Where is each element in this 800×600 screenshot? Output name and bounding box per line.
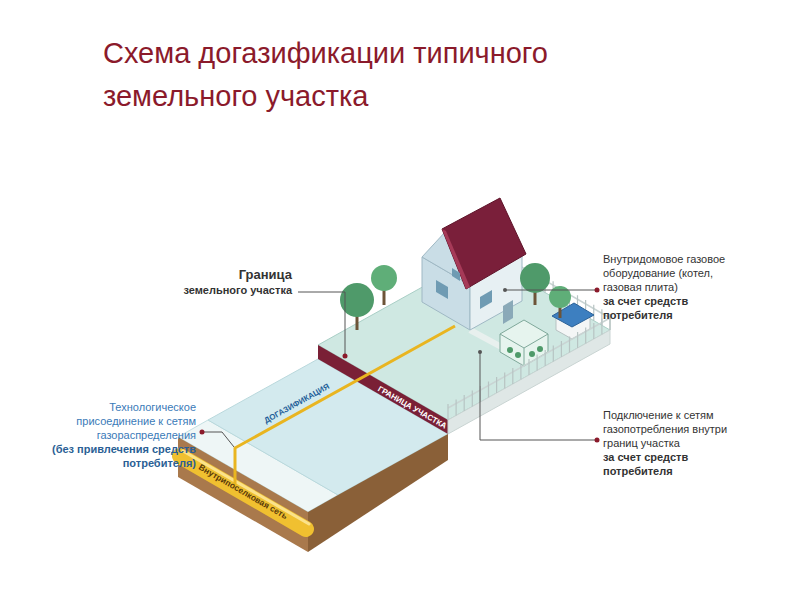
greenhouse-frame bbox=[524, 348, 525, 366]
fence-picket bbox=[528, 359, 529, 375]
fence-picket bbox=[561, 341, 562, 357]
fence-picket bbox=[472, 391, 473, 407]
leader-dot bbox=[503, 288, 507, 292]
fence-picket bbox=[488, 382, 489, 398]
fence-picket bbox=[593, 323, 594, 339]
callout-note: за счет средств потребителя bbox=[603, 294, 743, 322]
window bbox=[452, 268, 460, 281]
house bbox=[422, 198, 526, 330]
fence-picket bbox=[504, 373, 505, 389]
plant bbox=[537, 346, 543, 352]
greenhouse-frame bbox=[500, 334, 548, 348]
fence-picket bbox=[553, 346, 554, 362]
leader-dot bbox=[595, 288, 600, 293]
leader-lines bbox=[200, 288, 600, 448]
tree-crown bbox=[549, 286, 571, 308]
callout-note: за счет средств потребителя bbox=[603, 450, 748, 478]
road-end bbox=[308, 434, 448, 552]
greenhouse-body bbox=[500, 320, 548, 366]
leader-line bbox=[480, 352, 597, 440]
window bbox=[436, 280, 448, 299]
fence-picket bbox=[512, 368, 513, 384]
callout-text: Технологическое присоединение к сетям га… bbox=[46, 400, 196, 442]
title: Схема догазификации типичного земельного… bbox=[103, 32, 663, 118]
leader-line bbox=[505, 290, 597, 291]
leader-dot bbox=[200, 430, 205, 435]
plant bbox=[507, 347, 513, 353]
soil-cut bbox=[178, 437, 308, 552]
plant bbox=[515, 352, 521, 358]
fence-picket bbox=[464, 395, 465, 411]
trees bbox=[340, 263, 571, 330]
house-roof-edge bbox=[442, 229, 470, 289]
fence-picket bbox=[585, 328, 586, 344]
plant bbox=[529, 351, 535, 357]
fence-picket bbox=[601, 319, 602, 335]
fence-picket bbox=[569, 337, 570, 353]
gas-pipe-highlight bbox=[183, 451, 309, 524]
tree-crown bbox=[520, 263, 550, 293]
fence-picket bbox=[496, 377, 497, 393]
callout-text: земельного участка bbox=[142, 283, 292, 297]
plot-side bbox=[448, 330, 610, 434]
callout-heading: Граница bbox=[142, 266, 292, 283]
leader-dot bbox=[478, 350, 482, 354]
callout-note: (без привлечения средств потребителя) bbox=[46, 442, 196, 470]
fence-picket bbox=[520, 364, 521, 380]
fence-picket bbox=[545, 350, 546, 366]
leader-line bbox=[202, 432, 234, 447]
fence-picket bbox=[456, 400, 457, 416]
fence-picket bbox=[536, 355, 537, 371]
fence-picket bbox=[577, 332, 578, 348]
greenhouse bbox=[500, 320, 548, 366]
door bbox=[503, 300, 513, 324]
tree-crown bbox=[371, 265, 397, 291]
fence-picket bbox=[447, 404, 448, 420]
leader-dot bbox=[343, 354, 348, 359]
front-fence bbox=[448, 314, 610, 420]
leader-line bbox=[298, 292, 345, 356]
fence-rail bbox=[448, 318, 610, 408]
house-roof bbox=[442, 198, 526, 289]
callout-text: Внутридомовое газовое оборудование (коте… bbox=[603, 252, 743, 294]
window bbox=[480, 290, 492, 309]
gas-pipe bbox=[180, 456, 306, 529]
shed bbox=[552, 303, 594, 339]
fence-picket bbox=[593, 305, 594, 321]
leader-dot bbox=[595, 438, 600, 443]
callout-text: Подключение к сетям газопотребления внут… bbox=[603, 408, 748, 450]
